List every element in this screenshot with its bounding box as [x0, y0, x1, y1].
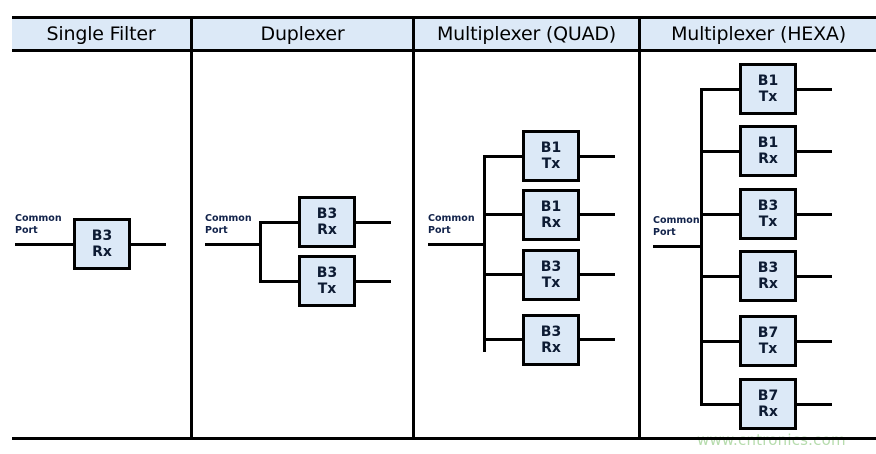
- wire-input-duplexer: [205, 243, 262, 246]
- filter-box-quad-2: B1 Rx: [522, 189, 580, 241]
- filter-box-hexa-5: B7 Tx: [739, 315, 797, 367]
- filter-band-label: B1: [757, 72, 779, 89]
- wire-output-hexa-4: [797, 275, 832, 278]
- wire-stub-duplexer-2: [259, 280, 301, 283]
- column-divider-2: [412, 16, 415, 440]
- filter-direction-label: Rx: [317, 222, 337, 238]
- column-header-duplexer: Duplexer: [260, 23, 345, 45]
- bus-multiplexer-hexa: [700, 88, 703, 406]
- wire-stub-duplexer-1: [259, 221, 301, 224]
- filter-direction-label: Tx: [758, 89, 778, 105]
- filter-band-label: B7: [757, 324, 779, 341]
- wire-output-hexa-3: [797, 213, 832, 216]
- filter-box-hexa-4: B3 Rx: [739, 250, 797, 302]
- filter-box-quad-3: B3 Tx: [522, 249, 580, 301]
- filter-box-hexa-3: B3 Tx: [739, 188, 797, 240]
- wire-stub-hexa-4: [700, 275, 742, 278]
- common-port-label-duplexer: Common Port: [205, 213, 252, 237]
- wire-stub-quad-1: [483, 155, 525, 158]
- filter-band-label: B7: [757, 387, 779, 404]
- filter-box-hexa-2: B1 Rx: [739, 125, 797, 177]
- wire-stub-quad-2: [483, 213, 525, 216]
- wire-output-duplexer-1: [356, 221, 391, 224]
- filter-direction-label: Tx: [317, 281, 337, 297]
- filter-band-label: B3: [540, 258, 562, 275]
- filter-direction-label: Rx: [758, 276, 778, 292]
- watermark-text: www.cntronics.com: [697, 431, 846, 449]
- common-port-line-2: Port: [653, 226, 676, 238]
- filter-band-label: B3: [757, 259, 779, 276]
- filter-box-duplexer-1: B3 Rx: [298, 196, 356, 248]
- filter-band-label: B1: [540, 139, 562, 156]
- common-port-line-1: Common: [428, 213, 475, 224]
- common-port-label-multiplexer-hexa: Common Port: [653, 215, 700, 239]
- filter-box-quad-4: B3 Rx: [522, 314, 580, 366]
- wire-input-multiplexer-quad: [428, 243, 486, 246]
- wire-stub-hexa-5: [700, 340, 742, 343]
- wire-stub-quad-3: [483, 273, 525, 276]
- filter-direction-label: Rx: [92, 244, 112, 260]
- column-header-multiplexer-hexa: Multiplexer (HEXA): [671, 23, 846, 45]
- filter-direction-label: Rx: [758, 404, 778, 420]
- common-port-label-multiplexer-quad: Common Port: [428, 213, 475, 237]
- filter-band-label: B3: [757, 197, 779, 214]
- common-port-line-1: Common: [205, 213, 252, 224]
- filter-direction-label: Rx: [541, 340, 561, 356]
- filter-box-quad-1: B1 Tx: [522, 130, 580, 182]
- common-port-line-1: Common: [15, 213, 62, 224]
- filter-direction-label: Rx: [758, 151, 778, 167]
- filter-band-label: B1: [540, 198, 562, 215]
- wire-output-hexa-6: [797, 403, 832, 406]
- wire-output-hexa-1: [797, 88, 832, 91]
- wire-output-quad-4: [580, 338, 615, 341]
- filter-band-label: B3: [316, 205, 338, 222]
- common-port-line-2: Port: [205, 224, 228, 236]
- wire-stub-hexa-6: [700, 403, 742, 406]
- wire-input-multiplexer-hexa: [653, 245, 703, 248]
- header-bottom-rule: [12, 49, 876, 52]
- filter-box-duplexer-2: B3 Tx: [298, 255, 356, 307]
- filter-box-single-filter-1: B3 Rx: [73, 218, 131, 270]
- bus-multiplexer-quad: [483, 155, 486, 352]
- common-port-line-2: Port: [15, 224, 38, 236]
- filter-direction-label: Tx: [541, 275, 561, 291]
- header-band: [12, 19, 876, 49]
- wire-stub-hexa-2: [700, 150, 742, 153]
- column-header-single-filter: Single Filter: [46, 23, 156, 45]
- filter-direction-label: Tx: [541, 156, 561, 172]
- filter-band-label: B3: [91, 227, 113, 244]
- wire-output-single-filter-1: [131, 243, 166, 246]
- bottom-rule: [12, 437, 876, 440]
- header-top-rule: [12, 16, 876, 19]
- common-port-line-1: Common: [653, 215, 700, 226]
- column-divider-1: [190, 16, 193, 440]
- wire-output-quad-3: [580, 273, 615, 276]
- filter-box-hexa-1: B1 Tx: [739, 63, 797, 115]
- column-divider-3: [638, 16, 641, 440]
- wire-output-hexa-5: [797, 340, 832, 343]
- filter-box-hexa-6: B7 Rx: [739, 378, 797, 430]
- wire-output-duplexer-2: [356, 280, 391, 283]
- wire-input-single-filter: [15, 243, 73, 246]
- wire-output-hexa-2: [797, 150, 832, 153]
- filter-direction-label: Rx: [541, 215, 561, 231]
- common-port-label-single-filter: Common Port: [15, 213, 62, 237]
- wire-output-quad-2: [580, 213, 615, 216]
- wire-stub-hexa-1: [700, 88, 742, 91]
- wire-output-quad-1: [580, 155, 615, 158]
- filter-direction-label: Tx: [758, 341, 778, 357]
- filter-band-label: B3: [540, 323, 562, 340]
- bus-duplexer: [259, 221, 262, 283]
- filter-band-label: B3: [316, 264, 338, 281]
- wire-stub-hexa-3: [700, 213, 742, 216]
- common-port-line-2: Port: [428, 224, 451, 236]
- column-header-multiplexer-quad: Multiplexer (QUAD): [436, 23, 617, 45]
- filter-direction-label: Tx: [758, 214, 778, 230]
- filter-band-label: B1: [757, 134, 779, 151]
- wire-stub-quad-4: [483, 338, 525, 341]
